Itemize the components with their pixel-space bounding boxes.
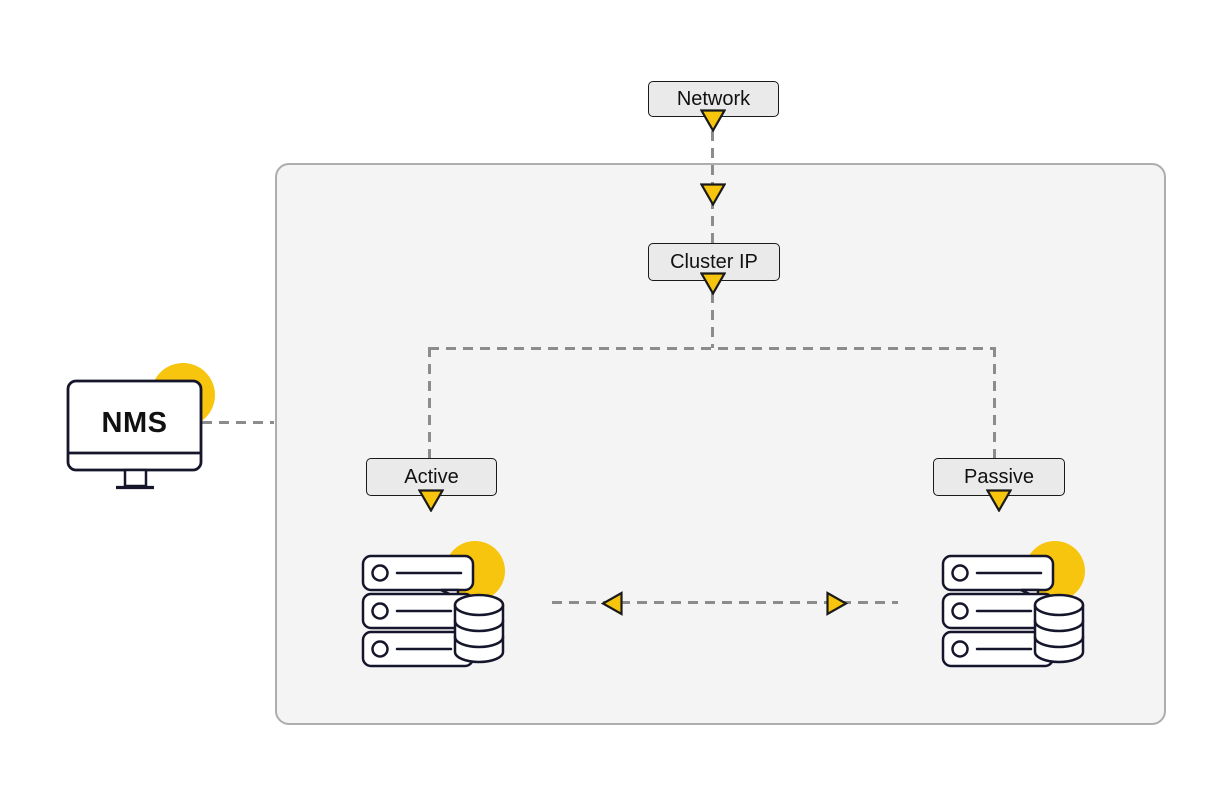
cluster-branch-line <box>429 347 996 350</box>
branch-right-line <box>993 347 996 458</box>
arrow-down-icon <box>418 489 444 512</box>
active-label: Active <box>366 458 497 496</box>
passive-label-text: Passive <box>963 465 1035 488</box>
network-label-text: Network <box>676 87 751 110</box>
active-label-text: Active <box>404 465 459 488</box>
passive-server-database-icon <box>941 541 1085 668</box>
nms-label: NMS <box>101 407 168 439</box>
sync-line <box>552 601 898 604</box>
arrow-down-icon <box>700 183 726 206</box>
arrow-down-icon <box>700 109 726 132</box>
arrow-right-icon <box>826 591 848 616</box>
arrow-left-icon <box>601 591 623 616</box>
network-label: Network <box>648 81 779 117</box>
branch-left-line <box>428 347 431 458</box>
active-server-database-icon <box>361 541 505 668</box>
arrow-down-icon <box>986 489 1012 512</box>
nms-link-line <box>202 421 274 424</box>
cluster-ip-label-text: Cluster IP <box>670 250 758 273</box>
arrow-down-icon <box>700 272 726 295</box>
nms-monitor-icon <box>66 363 215 490</box>
cluster-ip-stem-line <box>711 293 714 348</box>
